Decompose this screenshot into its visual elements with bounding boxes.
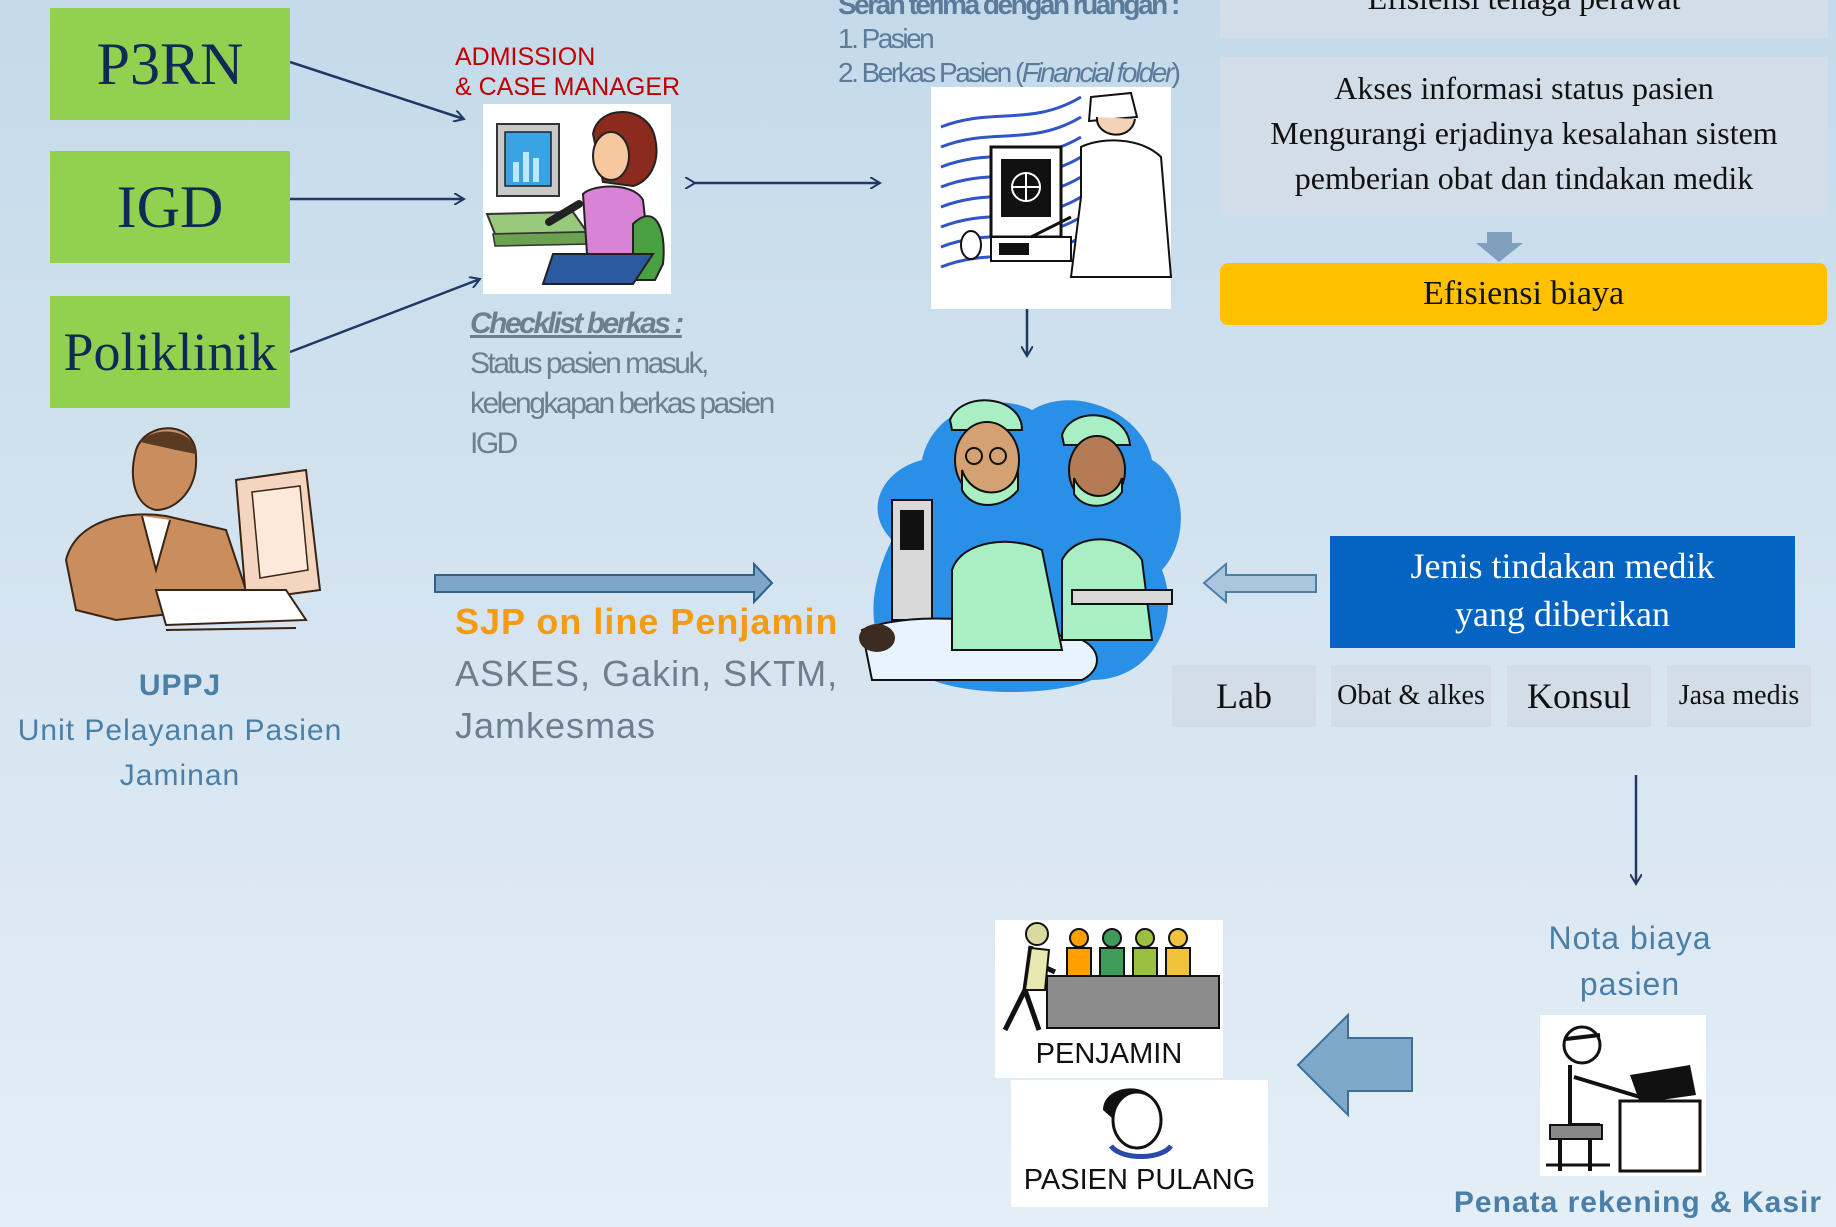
checklist-line: IGD xyxy=(470,427,518,460)
discharged-patient-icon: PASIEN PULANG xyxy=(1011,1080,1268,1207)
medical-box-line: Jenis tindakan medik xyxy=(1410,546,1715,586)
handover-text: Serah terima dengan ruangan : 1. Pasien … xyxy=(838,0,1181,90)
surgeons-icon xyxy=(852,390,1190,696)
nota-line: Nota biaya xyxy=(1548,920,1712,956)
handover-item-suffix: ) xyxy=(1171,57,1181,88)
sjp-line: Jamkesmas xyxy=(455,705,657,746)
benefit-info-box: Akses informasi status pasien Mengurangi… xyxy=(1220,57,1828,215)
admission-line1: ADMISSION xyxy=(455,43,596,71)
uppj-text: UPPJ Unit Pelayanan Pasien Jaminan xyxy=(0,663,360,798)
nota-biaya-text: Nota biaya pasien xyxy=(1500,915,1760,1007)
arrow-medical-to-surgeons xyxy=(1202,561,1317,605)
nurse-computer-icon xyxy=(931,87,1173,309)
uppj-line: Unit Pelayanan Pasien xyxy=(17,714,343,747)
handover-item: 2. Berkas Pasien (Financial folder) xyxy=(838,56,1181,90)
medical-item-obat: Obat & alkes xyxy=(1331,665,1491,727)
medical-box-line: yang diberikan xyxy=(1455,594,1670,634)
handover-item-italic: Financial folder xyxy=(1021,57,1174,88)
medical-item-label: Jasa medis xyxy=(1678,680,1800,711)
admission-line2: & CASE MANAGER xyxy=(455,73,681,101)
arrow-cashier-to-outputs xyxy=(1296,1012,1413,1118)
medical-action-box: Jenis tindakan medik yang diberikan xyxy=(1330,536,1795,648)
benefit-line: Mengurangi erjadinya kesalahan sistem xyxy=(1270,115,1778,151)
uppj-title: UPPJ xyxy=(138,669,222,702)
medical-item-label: Obat & alkes xyxy=(1337,680,1485,711)
guarantor-label: PENJAMIN xyxy=(1035,1038,1183,1070)
benefit-nurse-efficiency: Efisiensi tenaga perawat xyxy=(1220,0,1828,38)
source-label: P3RN xyxy=(96,30,244,97)
medical-item-label: Lab xyxy=(1216,676,1272,716)
benefit-line: Akses informasi status pasien xyxy=(1334,70,1714,106)
checklist-text: Checklist berkas : Status pasien masuk, … xyxy=(470,304,775,464)
handover-item: 1. Pasien xyxy=(838,23,935,54)
source-poliklinik: Poliklinik xyxy=(50,296,290,408)
discharge-label: PASIEN PULANG xyxy=(1023,1164,1256,1196)
source-p3rn: P3RN xyxy=(50,8,290,120)
arrow-p3rn-to-admission xyxy=(289,60,464,119)
benefit-line: pemberian obat dan tindakan medik xyxy=(1294,160,1754,196)
guarantor-group-icon: PENJAMIN xyxy=(995,920,1223,1078)
benefit-top-text: Efisiensi tenaga perawat xyxy=(1368,0,1681,16)
cashier-label-text: Penata rekening & Kasir xyxy=(1453,1186,1823,1219)
sjp-line: ASKES, Gakin, SKTM, xyxy=(455,653,839,694)
receptionist-computer-icon xyxy=(483,104,671,294)
source-igd: IGD xyxy=(50,151,290,263)
checklist-title: Checklist berkas : xyxy=(470,307,684,340)
medical-item-konsul: Konsul xyxy=(1507,665,1651,727)
medical-item-jasa: Jasa medis xyxy=(1667,665,1811,727)
sjp-title: SJP on line Penjamin xyxy=(455,601,839,642)
admission-label: ADMISSION & CASE MANAGER xyxy=(455,42,680,102)
benefit-cost-efficiency: Efisiensi biaya xyxy=(1220,263,1827,325)
handover-title: Serah terima dengan ruangan : xyxy=(838,0,1180,20)
arrow-poliklinik-to-admission xyxy=(289,279,480,354)
arrow-sjp-to-surgeons xyxy=(434,561,774,605)
cashier-icon xyxy=(1540,1015,1706,1176)
benefit-cost-text: Efisiensi biaya xyxy=(1422,275,1625,312)
uppj-line: Jaminan xyxy=(119,759,241,792)
source-label: IGD xyxy=(116,173,224,240)
handover-item-prefix: 2. Berkas Pasien ( xyxy=(838,57,1024,88)
checklist-line: kelengkapan berkas pasien xyxy=(470,387,775,420)
checklist-line: Status pasien masuk, xyxy=(470,347,709,380)
arrow-benefits-down xyxy=(1476,232,1523,262)
sjp-text: SJP on line Penjamin ASKES, Gakin, SKTM,… xyxy=(455,596,838,752)
medical-item-label: Konsul xyxy=(1526,676,1631,716)
source-label: Poliklinik xyxy=(63,322,277,382)
medical-item-lab: Lab xyxy=(1172,665,1316,727)
nota-line: pasien xyxy=(1579,966,1681,1002)
cashier-label: Penata rekening & Kasir xyxy=(1440,1185,1836,1221)
uppj-officer-icon xyxy=(56,420,326,650)
